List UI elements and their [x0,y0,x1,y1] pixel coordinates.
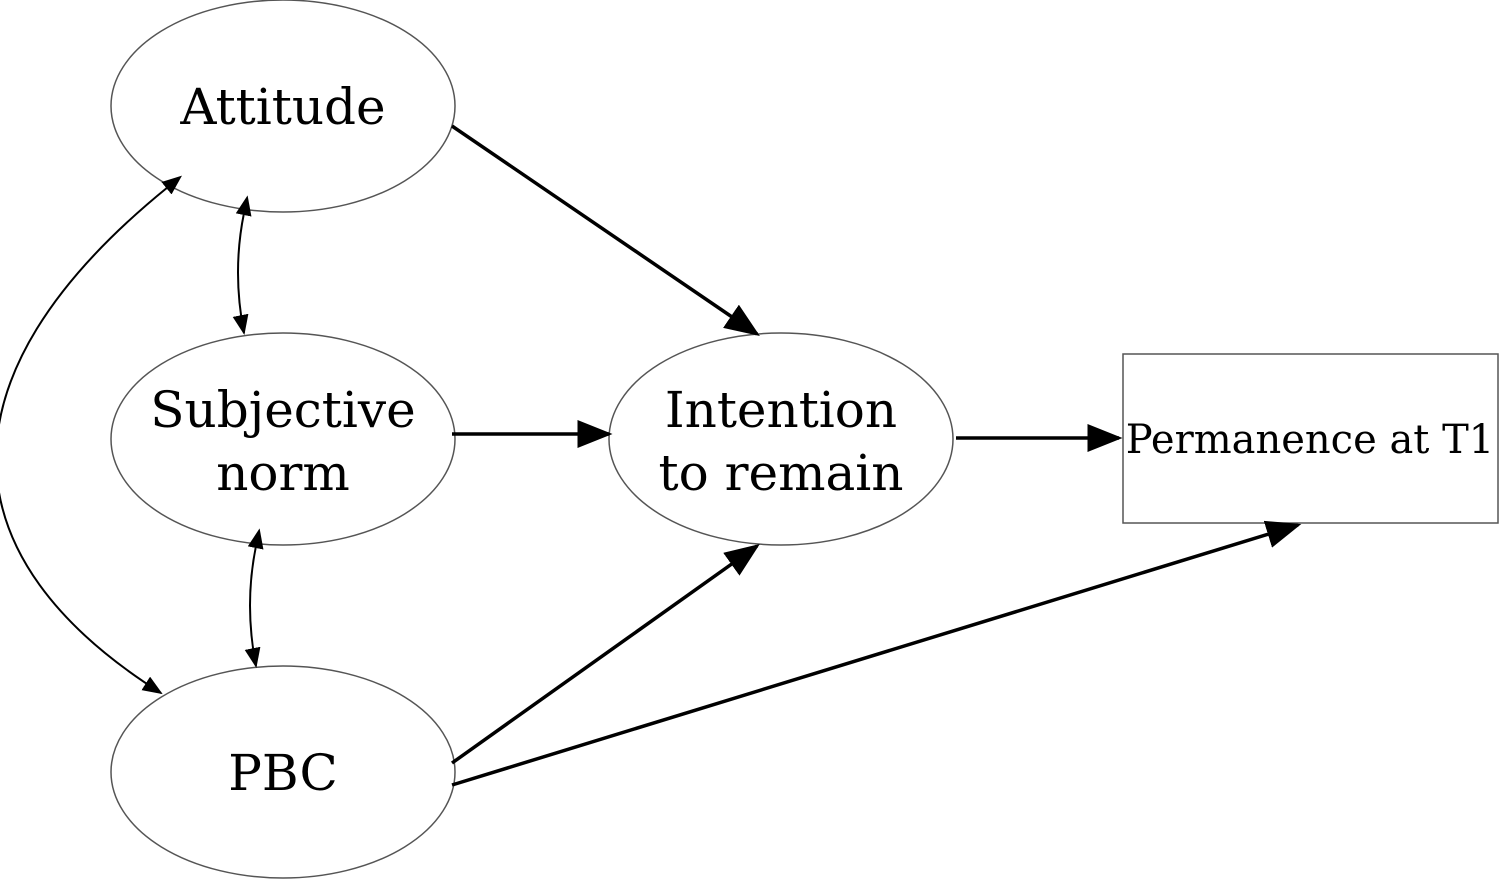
node-permanence: Permanence at T1 [1122,353,1499,524]
edge-attitude-to-intention [451,124,760,336]
pbc-ellipse [110,665,456,879]
intention-label-line2: to remain [659,444,904,502]
correlation-attitude-subjective-norm [232,195,252,335]
subjective-norm-label-line2: norm [216,444,350,502]
attitude-ellipse [110,0,456,213]
edge-pbc-to-permanence [451,520,1302,787]
node-subjective-norm: Subjective norm [110,332,456,546]
edge-pbc-to-intention [450,543,760,765]
subjective-norm-label-line1: Subjective [150,381,415,439]
correlation-attitude-pbc [0,175,182,695]
attitude-label: Attitude [179,78,385,136]
permanence-label: Permanence at T1 [1126,417,1494,463]
intention-ellipse [608,332,954,546]
permanence-box [1122,353,1499,524]
subjective-norm-ellipse [110,332,456,546]
correlation-subjective-norm-pbc [244,528,264,668]
pbc-label: PBC [228,744,338,802]
node-intention: Intention to remain [608,332,954,546]
node-pbc: PBC [110,665,456,879]
intention-label-line1: Intention [665,381,897,439]
node-attitude: Attitude [110,0,456,213]
